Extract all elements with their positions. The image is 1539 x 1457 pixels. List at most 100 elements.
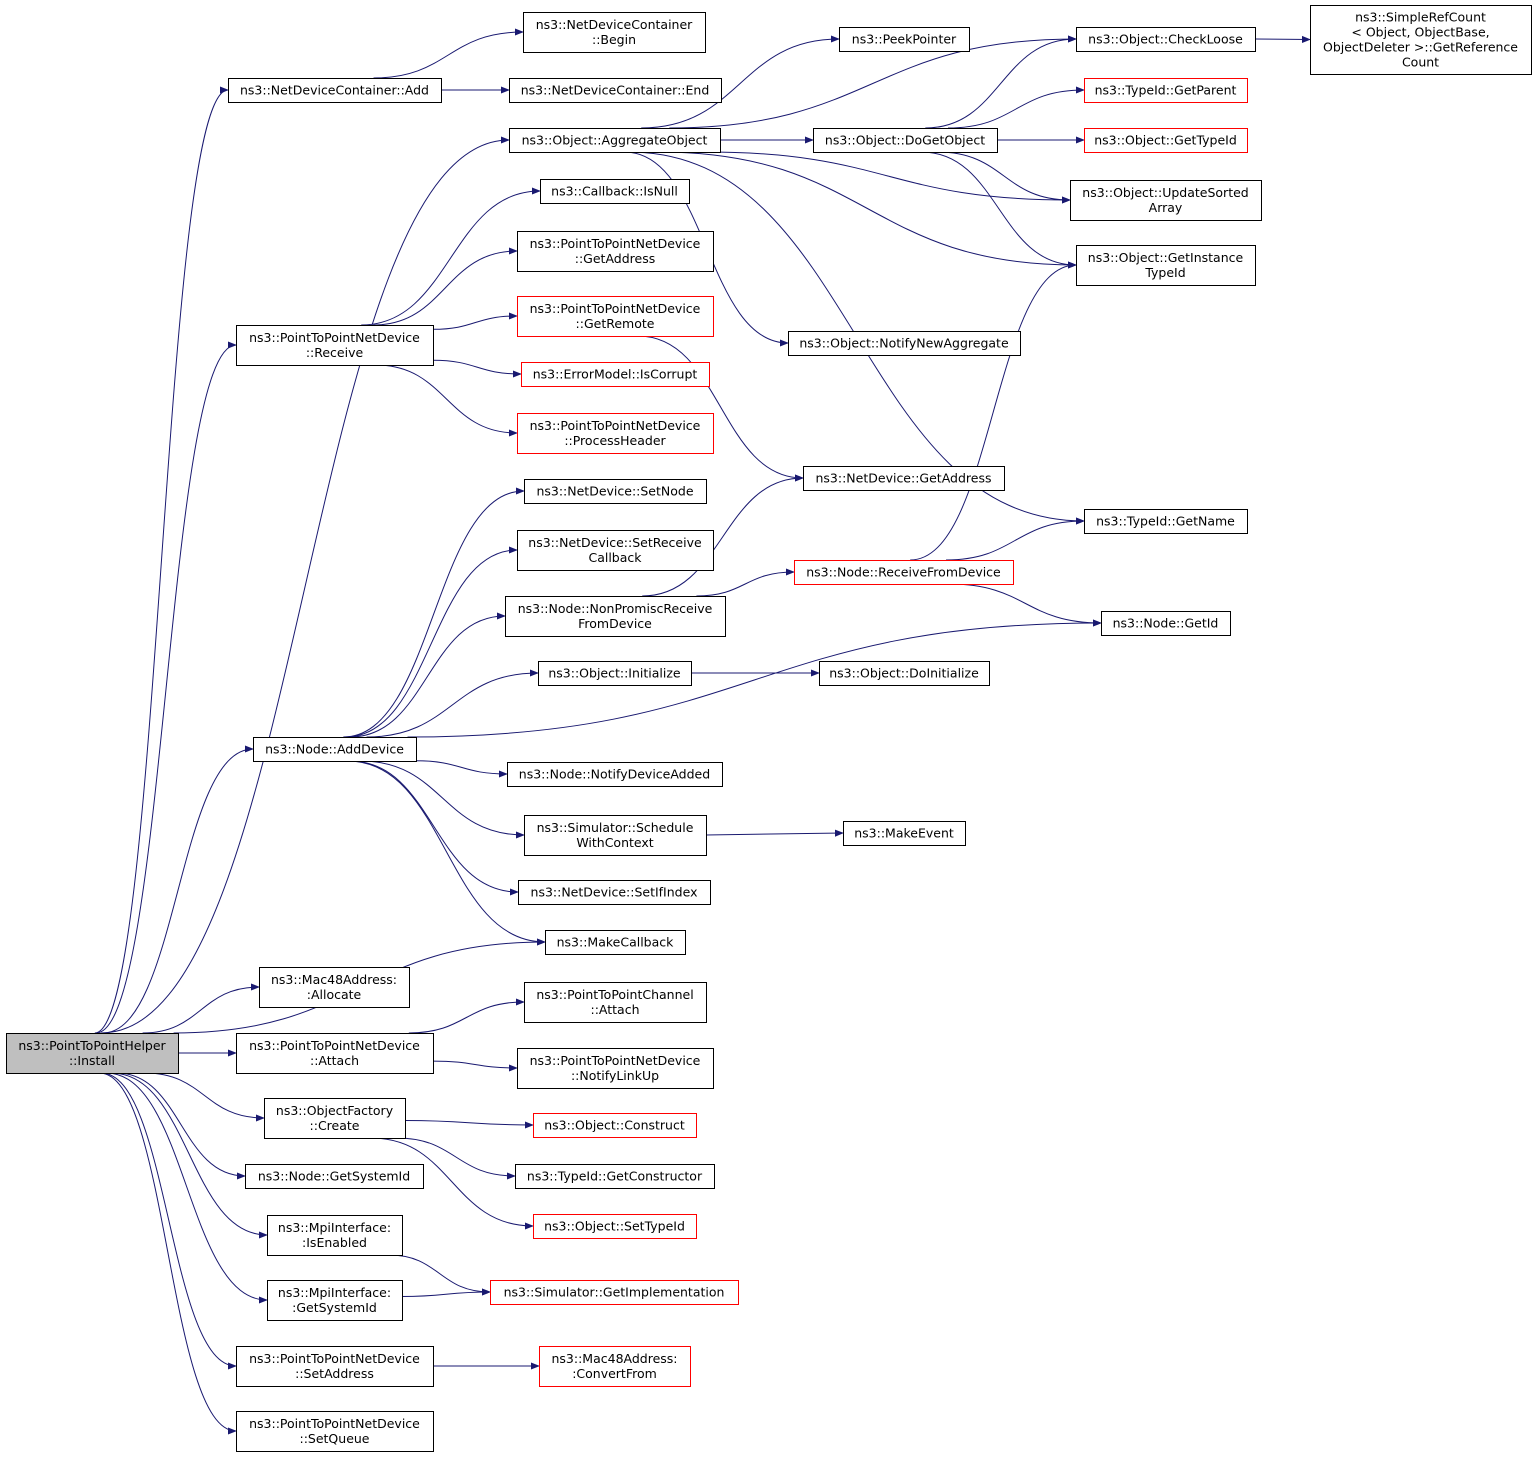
node-label-line: ns3::NetDevice::SetIfIndex bbox=[531, 885, 698, 900]
node-label-line: ::GetAddress bbox=[575, 251, 655, 266]
node-ndc_begin[interactable]: ns3::NetDeviceContainer::Begin bbox=[523, 12, 706, 53]
edge-node_recvfromdev-to-node_getid bbox=[949, 583, 1102, 627]
node-label-line: < Object, ObjectBase, bbox=[1351, 25, 1489, 40]
node-node_getsystemid[interactable]: ns3::Node::GetSystemId bbox=[245, 1164, 424, 1189]
node-box bbox=[524, 479, 707, 504]
node-box bbox=[259, 967, 410, 1008]
node-box bbox=[236, 325, 434, 366]
node-sim_getimpl[interactable]: ns3::Simulator::GetImplementation bbox=[490, 1280, 739, 1305]
node-nd_setnode[interactable]: ns3::NetDevice::SetNode bbox=[524, 479, 707, 504]
node-label-line: FromDevice bbox=[578, 616, 652, 631]
node-box bbox=[788, 331, 1021, 356]
node-nd_getaddress[interactable]: ns3::NetDevice::GetAddress bbox=[803, 466, 1005, 491]
edge-p2p_attach-to-p2pchan_attach bbox=[408, 998, 525, 1034]
edge-objfactory_create-to-obj_construct bbox=[404, 1120, 534, 1129]
node-dogetobject[interactable]: ns3::Object::DoGetObject bbox=[813, 128, 998, 153]
edge-node_adddevice-to-nd_setnode bbox=[343, 487, 525, 738]
node-box bbox=[1076, 245, 1256, 286]
node-label-line: ns3::Node::GetSystemId bbox=[258, 1169, 410, 1184]
node-notifynewagg[interactable]: ns3::Object::NotifyNewAggregate bbox=[788, 331, 1021, 356]
node-label-line: ::SetAddress bbox=[295, 1366, 374, 1381]
node-peek[interactable]: ns3::PeekPointer bbox=[839, 27, 970, 52]
edge-aggregate-to-checkloose bbox=[669, 35, 1077, 129]
node-label-line: ns3::PointToPointNetDevice bbox=[530, 301, 701, 316]
node-box bbox=[1310, 5, 1532, 75]
node-errmodel[interactable]: ns3::ErrorModel::IsCorrupt bbox=[521, 362, 710, 387]
node-box bbox=[267, 1215, 403, 1256]
node-obj_initialize[interactable]: ns3::Object::Initialize bbox=[538, 661, 692, 686]
node-gettypeid[interactable]: ns3::Object::GetTypeId bbox=[1084, 128, 1248, 153]
node-box bbox=[507, 762, 723, 787]
node-node_adddevice[interactable]: ns3::Node::AddDevice bbox=[253, 737, 417, 762]
edge-aggregate-to-updatesorted bbox=[705, 151, 1071, 204]
node-mpi_getsystemid[interactable]: ns3::MpiInterface::GetSystemId bbox=[267, 1280, 403, 1321]
node-box bbox=[533, 1113, 697, 1138]
node-label-line: ns3::NetDeviceContainer bbox=[536, 17, 693, 32]
node-obj_doinitialize[interactable]: ns3::Object::DoInitialize bbox=[819, 661, 990, 686]
node-node_recvfromdev[interactable]: ns3::Node::ReceiveFromDevice bbox=[794, 560, 1014, 585]
node-p2p_notifylinkup[interactable]: ns3::PointToPointNetDevice::NotifyLinkUp bbox=[517, 1048, 714, 1089]
node-p2p_getremote[interactable]: ns3::PointToPointNetDevice::GetRemote bbox=[517, 296, 714, 337]
node-box bbox=[843, 821, 966, 846]
node-box bbox=[533, 1214, 697, 1239]
node-checkloose[interactable]: ns3::Object::CheckLoose bbox=[1076, 27, 1256, 52]
edge-install-to-node_getsystemid bbox=[116, 1072, 246, 1180]
edge-node_adddevice-to-makecallback bbox=[347, 760, 546, 946]
edge-aggregate-to-getinstancetypeid bbox=[658, 151, 1077, 269]
node-makeevent[interactable]: ns3::MakeEvent bbox=[843, 821, 966, 846]
node-simplerefcount[interactable]: ns3::SimpleRefCount< Object, ObjectBase,… bbox=[1310, 5, 1532, 75]
node-p2p_getaddress[interactable]: ns3::PointToPointNetDevice::GetAddress bbox=[517, 231, 714, 272]
node-mpi_isenabled[interactable]: ns3::MpiInterface::IsEnabled bbox=[267, 1215, 403, 1256]
edge-mpi_getsystemid-to-sim_getimpl bbox=[401, 1288, 491, 1297]
edge-install-to-aggregate bbox=[101, 136, 510, 1034]
node-processheader[interactable]: ns3::PointToPointNetDevice::ProcessHeade… bbox=[517, 413, 714, 454]
node-box bbox=[1084, 509, 1248, 534]
node-p2p_setqueue[interactable]: ns3::PointToPointNetDevice::SetQueue bbox=[236, 1411, 434, 1452]
edge-node_adddevice-to-nd_setrecvcb bbox=[345, 546, 518, 738]
node-box bbox=[539, 1346, 691, 1387]
node-label-line: ::NotifyLinkUp bbox=[571, 1068, 659, 1083]
node-p2pchan_attach[interactable]: ns3::PointToPointChannel::Attach bbox=[524, 982, 707, 1023]
node-obj_settypeid[interactable]: ns3::Object::SetTypeId bbox=[533, 1214, 697, 1239]
node-node_notifydevadded[interactable]: ns3::Node::NotifyDeviceAdded bbox=[507, 762, 723, 787]
node-aggregate[interactable]: ns3::Object::AggregateObject bbox=[509, 128, 721, 153]
node-getparent[interactable]: ns3::TypeId::GetParent bbox=[1084, 78, 1248, 103]
node-label-line: ::Attach bbox=[590, 1002, 639, 1017]
node-cb_isnull[interactable]: ns3::Callback::IsNull bbox=[540, 179, 690, 204]
node-label-line: :GetSystemId bbox=[292, 1300, 377, 1315]
node-p2p_receive[interactable]: ns3::PointToPointNetDevice::Receive bbox=[236, 325, 434, 366]
node-makecallback[interactable]: ns3::MakeCallback bbox=[545, 930, 686, 955]
node-node_getid[interactable]: ns3::Node::GetId bbox=[1101, 611, 1231, 636]
node-box bbox=[1070, 180, 1262, 221]
node-label-line: ::Attach bbox=[310, 1053, 359, 1068]
node-label-line: ns3::PointToPointNetDevice bbox=[249, 1038, 420, 1053]
node-box bbox=[545, 930, 686, 955]
node-label-line: ns3::PointToPointNetDevice bbox=[530, 236, 701, 251]
node-label-line: ns3::Object::AggregateObject bbox=[522, 133, 708, 148]
node-obj_construct[interactable]: ns3::Object::Construct bbox=[533, 1113, 697, 1138]
node-label-line: ns3::Callback::IsNull bbox=[551, 184, 678, 199]
edge-install-to-ndc_add bbox=[94, 86, 229, 1034]
node-ndc_add[interactable]: ns3::NetDeviceContainer::Add bbox=[228, 78, 442, 103]
node-install[interactable]: ns3::PointToPointHelper::Install bbox=[6, 1033, 179, 1074]
node-ndc_end[interactable]: ns3::NetDeviceContainer::End bbox=[509, 78, 722, 103]
node-mac48_allocate[interactable]: ns3::Mac48Address::Allocate bbox=[259, 967, 410, 1008]
node-label-line: ns3::Object::DoGetObject bbox=[825, 133, 985, 148]
edge-install-to-mac48_allocate bbox=[142, 983, 260, 1034]
node-nd_setifindex[interactable]: ns3::NetDevice::SetIfIndex bbox=[518, 880, 711, 905]
node-label-line: ns3::Node::NotifyDeviceAdded bbox=[519, 767, 710, 782]
node-label-line: ns3::MpiInterface: bbox=[278, 1220, 391, 1235]
node-typeid_getname[interactable]: ns3::TypeId::GetName bbox=[1084, 509, 1248, 534]
node-mac48_convertfrom[interactable]: ns3::Mac48Address::ConvertFrom bbox=[539, 1346, 691, 1387]
node-p2p_attach[interactable]: ns3::PointToPointNetDevice::Attach bbox=[236, 1033, 434, 1074]
node-typeid_getctor[interactable]: ns3::TypeId::GetConstructor bbox=[515, 1164, 715, 1189]
node-p2p_setaddress[interactable]: ns3::PointToPointNetDevice::SetAddress bbox=[236, 1346, 434, 1387]
node-box bbox=[518, 880, 711, 905]
node-objfactory_create[interactable]: ns3::ObjectFactory::Create bbox=[264, 1098, 406, 1139]
